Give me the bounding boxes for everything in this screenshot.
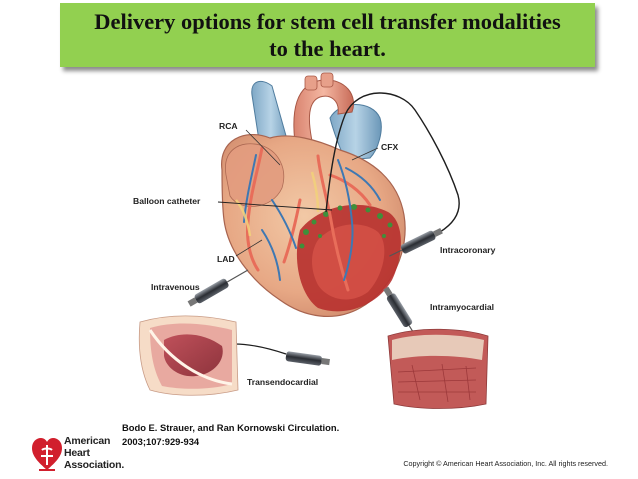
aha-wordmark: American Heart Association. [64, 435, 124, 471]
citation: Bodo E. Strauer, and Ran Kornowski Circu… [122, 421, 339, 449]
aha-line-3: Association. [64, 459, 125, 471]
heart-body [221, 134, 406, 318]
label-rca: RCA [219, 121, 238, 131]
aha-line-1: American [64, 435, 111, 447]
citation-line-1: Bodo E. Strauer, and Ran Kornowski Circu… [122, 422, 340, 433]
label-balloon-catheter: Balloon catheter [133, 196, 201, 206]
label-pointers [235, 129, 379, 257]
label-cfx: CFX [381, 142, 398, 152]
syringe-transendocardial [285, 351, 330, 366]
title-line-2: to the heart. [269, 36, 386, 61]
label-intravenous: Intravenous [151, 282, 200, 292]
label-transendocardial: Transendocardial [247, 377, 318, 387]
label-lad: LAD [217, 254, 235, 264]
syringe-intravenous [187, 269, 249, 307]
citation-line-2: 2003;107:929-934 [122, 436, 200, 447]
aha-heart-logo-icon [32, 438, 62, 471]
transendocardial-tissue [138, 315, 239, 396]
catheter-lines [217, 92, 460, 233]
title-line-1: Delivery options for stem cell transfer … [94, 9, 561, 34]
label-intracoronary: Intracoronary [440, 245, 496, 255]
aha-line-2: Heart [64, 447, 90, 459]
intramyocardial-tissue [387, 328, 489, 409]
title-box: Delivery options for stem cell transfer … [60, 3, 595, 67]
syringe-intracoronary [389, 228, 443, 257]
label-intramyocardial: Intramyocardial [430, 302, 494, 312]
copyright-notice: Copyright © American Heart Association, … [403, 459, 608, 468]
